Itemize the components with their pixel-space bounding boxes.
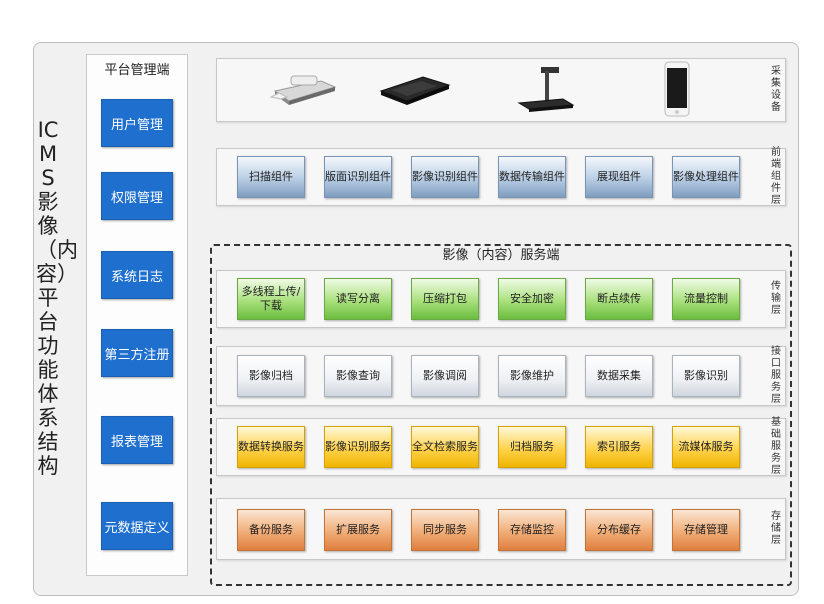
traffic-control-box: 流量控制 <box>672 278 740 320</box>
storage-layer-label: 存储层 <box>771 511 781 546</box>
smartphone-device-icon <box>663 61 691 121</box>
flatbed-scanner-device-icon <box>377 73 453 111</box>
permission-management-box: 权限管理 <box>101 172 173 220</box>
capture-device-layer: 采集设备 <box>216 58 786 122</box>
storage-management-box: 存储管理 <box>672 509 740 551</box>
base-layer-label: 基础服务层 <box>771 417 781 476</box>
interface-service-layer: 影像归档 影像查询 影像调阅 影像维护 数据采集 影像识别 接口服务层 <box>216 346 786 406</box>
management-title: 平台管理端 <box>104 63 170 78</box>
multithread-upload-download-box: 多线程上传/下载 <box>237 278 305 320</box>
read-write-separation-box: 读写分离 <box>324 278 392 320</box>
data-collection-box: 数据采集 <box>585 355 653 397</box>
metadata-definition-box: 元数据定义 <box>101 502 173 550</box>
base-service-layer: 数据转换服务 影像识别服务 全文检索服务 归档服务 索引服务 流媒体服务 基础服… <box>216 417 786 476</box>
image-recognition-component-box: 影像识别组件 <box>411 156 479 198</box>
streaming-media-service-box: 流媒体服务 <box>672 426 740 468</box>
distributed-cache-box: 分布缓存 <box>585 509 653 551</box>
sync-service-box: 同步服务 <box>411 509 479 551</box>
security-encryption-box: 安全加密 <box>498 278 566 320</box>
compression-packaging-box: 压缩打包 <box>411 278 479 320</box>
storage-monitoring-box: 存储监控 <box>498 509 566 551</box>
image-archive-box: 影像归档 <box>237 355 305 397</box>
service-region-title: 影像（内容）服务端 <box>442 248 560 263</box>
image-retrieval-box: 影像调阅 <box>411 355 479 397</box>
image-maintenance-box: 影像维护 <box>498 355 566 397</box>
management-panel: 平台管理端 用户管理 权限管理 系统日志 第三方注册 报表管理 元数据定义 <box>86 54 188 576</box>
user-management-box: 用户管理 <box>101 99 173 147</box>
image-recognition-service-box: 影像识别服务 <box>324 426 392 468</box>
backup-service-box: 备份服务 <box>237 509 305 551</box>
third-party-registration-box: 第三方注册 <box>101 329 173 377</box>
capture-layer-label: 采集设备 <box>771 66 781 113</box>
image-identification-box: 影像识别 <box>672 355 740 397</box>
image-processing-component-box: 影像处理组件 <box>672 156 740 198</box>
image-query-box: 影像查询 <box>324 355 392 397</box>
document-camera-device-icon <box>515 63 577 117</box>
interface-layer-label: 接口服务层 <box>771 346 781 405</box>
archive-service-box: 归档服务 <box>498 426 566 468</box>
data-transfer-component-box: 数据传输组件 <box>498 156 566 198</box>
extension-service-box: 扩展服务 <box>324 509 392 551</box>
service-region-border <box>210 244 792 586</box>
resume-transfer-box: 断点续传 <box>585 278 653 320</box>
transport-layer: 多线程上传/下载 读写分离 压缩打包 安全加密 断点续传 流量控制 传输层 <box>216 270 786 328</box>
scanner-device-icon <box>269 71 339 111</box>
storage-layer: 备份服务 扩展服务 同步服务 存储监控 分布缓存 存储管理 存储层 <box>216 498 786 560</box>
report-management-box: 报表管理 <box>101 416 173 464</box>
diagram-title: ICMS影像（内容）平台功能体系结构 <box>36 118 78 478</box>
index-service-box: 索引服务 <box>585 426 653 468</box>
frontend-layer-label: 前端组件层 <box>771 147 781 206</box>
transport-layer-label: 传输层 <box>771 281 781 316</box>
scan-component-box: 扫描组件 <box>237 156 305 198</box>
layout-recognition-component-box: 版面识别组件 <box>324 156 392 198</box>
system-log-box: 系统日志 <box>101 251 173 299</box>
data-conversion-service-box: 数据转换服务 <box>237 426 305 468</box>
display-component-box: 展现组件 <box>585 156 653 198</box>
fulltext-search-service-box: 全文检索服务 <box>411 426 479 468</box>
frontend-component-layer: 扫描组件 版面识别组件 影像识别组件 数据传输组件 展现组件 影像处理组件 前端… <box>216 147 786 206</box>
